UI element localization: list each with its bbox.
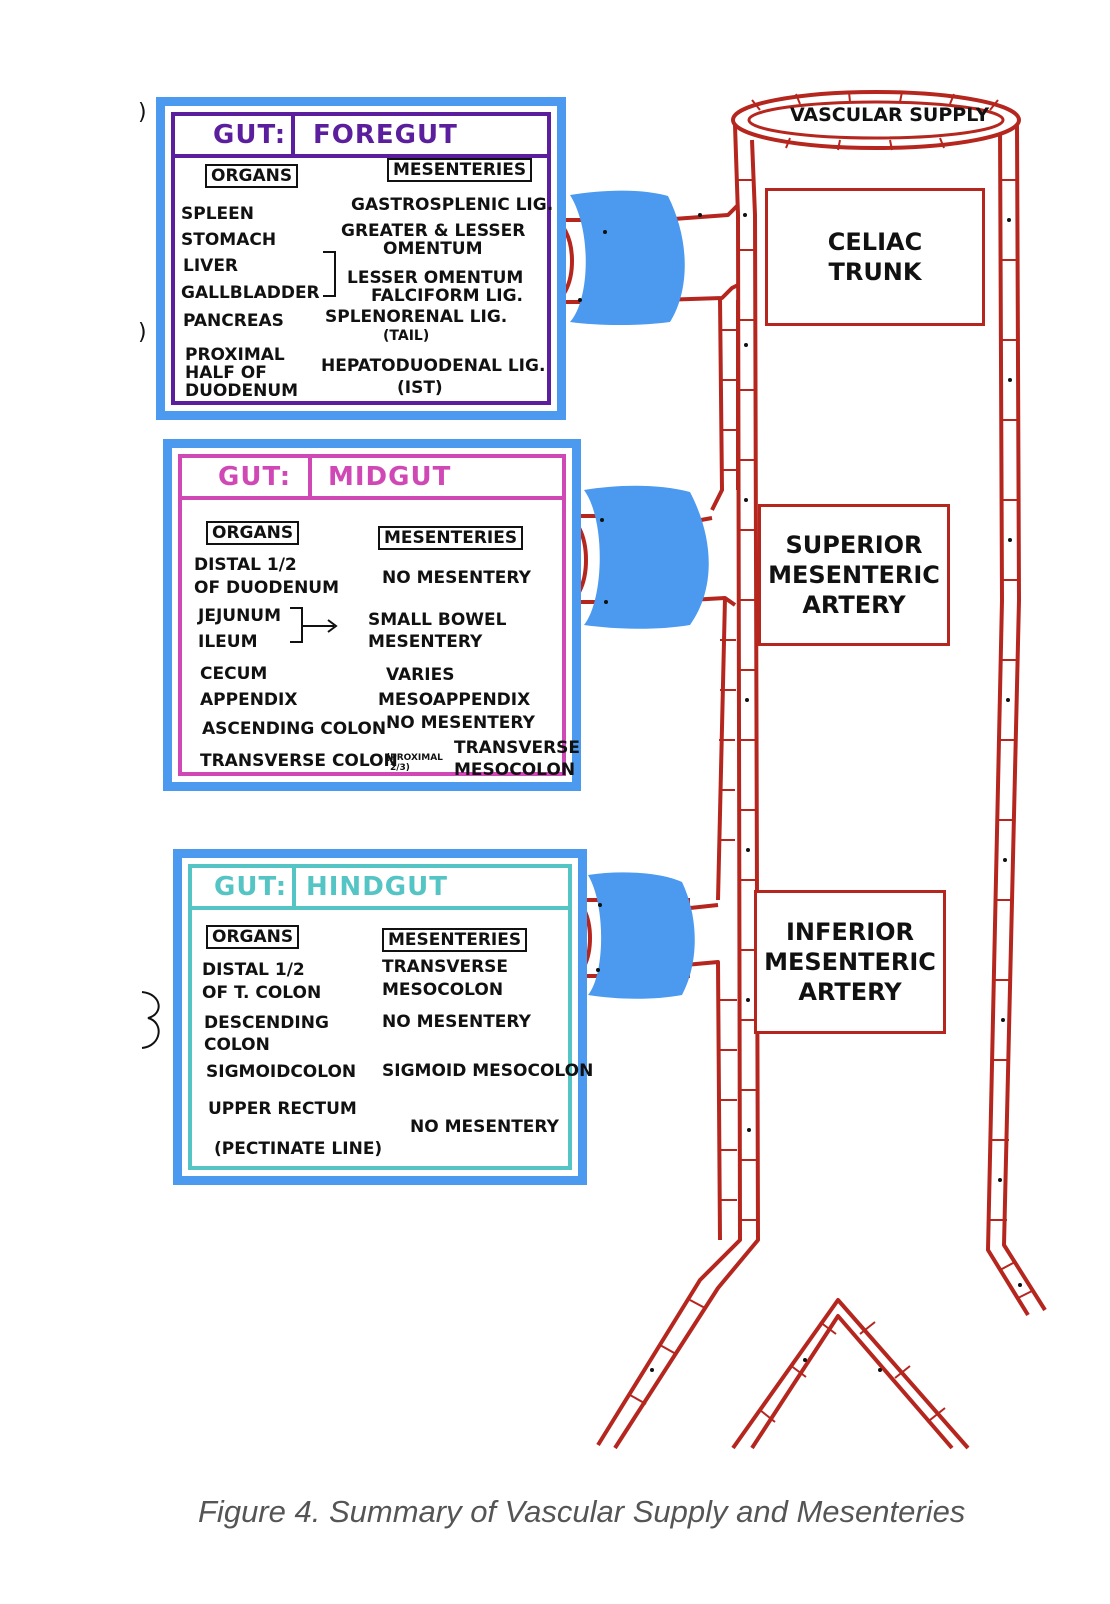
- inferior-mesenteric-artery-box: INFERIOR MESENTERIC ARTERY: [754, 890, 946, 1034]
- midgut-title: MIDGUT: [328, 462, 452, 492]
- foregut-mesentery: GASTROSPLENIC LIG.: [351, 195, 554, 215]
- hindgut-mesentery: TRANSVERSE: [382, 957, 509, 977]
- midgut-organ: OF DUODENUM: [194, 578, 340, 598]
- foregut-organ: STOMACH: [181, 230, 277, 250]
- foregut-mesentery: LESSER OMENTUM: [347, 268, 524, 288]
- hindgut-organ: DESCENDING: [204, 1013, 329, 1033]
- midgut-organ: APPENDIX: [200, 690, 298, 710]
- aorta-label: VASCULAR SUPPLY: [790, 104, 990, 126]
- hindgut-mesentery: NO MESENTERY: [382, 1012, 531, 1032]
- jejunum-ileum-arrow-icon: [290, 607, 338, 643]
- hindgut-organs-header: ORGANS: [206, 925, 300, 949]
- inferior-mesenteric-artery-label: INFERIOR MESENTERIC ARTERY: [764, 918, 936, 1006]
- foregut-mesenteries-header: MESENTERIES: [387, 158, 533, 182]
- midgut-mesentery: VARIES: [386, 665, 455, 685]
- foregut-organ: HALF OF: [185, 363, 267, 383]
- foregut-organ: LIVER: [183, 256, 239, 276]
- midgut-panel: GUT: MIDGUT ORGANS MESENTERIES DISTAL 1/…: [163, 439, 581, 791]
- midgut-organ: DISTAL 1/2: [194, 555, 297, 575]
- midgut-organ: JEJUNUM: [198, 606, 282, 626]
- foregut-frame: GUT: FOREGUT: [171, 112, 551, 405]
- superior-mesenteric-artery-box: SUPERIOR MESENTERIC ARTERY: [758, 504, 950, 646]
- foregut-gut-label: GUT:: [213, 120, 287, 150]
- midgut-mesentery: TRANSVERSE: [454, 738, 581, 758]
- midgut-mesentery: MESOAPPENDIX: [378, 690, 531, 710]
- midgut-organ: CECUM: [200, 664, 268, 684]
- edge-brace-mark: [141, 991, 160, 1049]
- foregut-organs-header: ORGANS: [205, 164, 299, 188]
- foregut-organ: PANCREAS: [183, 311, 284, 331]
- foregut-mesentery: (IST): [397, 378, 443, 398]
- foregut-header: GUT: FOREGUT: [175, 116, 547, 158]
- hindgut-organ: COLON: [204, 1035, 270, 1055]
- hindgut-frame: GUT: HINDGUT: [188, 864, 572, 1170]
- hindgut-mesenteries-header: MESENTERIES: [382, 928, 528, 952]
- midgut-mesentery: MESOCOLON: [454, 760, 576, 780]
- foregut-mesentery: FALCIFORM LIG.: [371, 286, 524, 306]
- foregut-organ: DUODENUM: [185, 381, 299, 401]
- midgut-header: GUT: MIDGUT: [182, 458, 562, 500]
- edge-mark: ): [138, 100, 147, 125]
- hindgut-organ: SIGMOIDCOLON: [206, 1062, 357, 1082]
- hindgut-mesentery: NO MESENTERY: [410, 1117, 559, 1137]
- midgut-organ-note: 2/3): [390, 763, 410, 773]
- sma-cuff: [540, 485, 709, 629]
- midgut-gut-label: GUT:: [218, 462, 292, 492]
- hindgut-organ: UPPER RECTUM: [208, 1099, 357, 1119]
- foregut-title: FOREGUT: [313, 120, 458, 150]
- hindgut-header: GUT: HINDGUT: [192, 868, 568, 910]
- midgut-frame: GUT: MIDGUT: [178, 454, 566, 776]
- midgut-mesentery: MESENTERY: [368, 632, 483, 652]
- foregut-panel: GUT: FOREGUT ORGANS MESENTERIES SPLEEN S…: [156, 97, 566, 420]
- foregut-mesentery: HEPATODUODENAL LIG.: [321, 356, 546, 376]
- foregut-organ: PROXIMAL: [185, 345, 285, 365]
- celiac-trunk-box: CELIAC TRUNK: [765, 188, 985, 326]
- foregut-organ: GALLBLADDER: [181, 283, 320, 303]
- aorta: [596, 124, 1047, 1450]
- midgut-mesentery: NO MESENTERY: [382, 568, 531, 588]
- midgut-mesentery: SMALL BOWEL: [368, 610, 507, 630]
- hindgut-mesentery: SIGMOID MESOCOLON: [382, 1061, 594, 1081]
- midgut-organs-header: ORGANS: [206, 521, 300, 545]
- hindgut-organ: (PECTINATE LINE): [214, 1139, 383, 1159]
- midgut-organ: ILEUM: [198, 632, 258, 652]
- branch-vessels: [659, 203, 740, 1241]
- midgut-organ-note: (PROXIMAL: [386, 753, 443, 763]
- midgut-mesentery: NO MESENTERY: [386, 713, 535, 733]
- midgut-organ: ASCENDING COLON: [202, 719, 387, 739]
- foregut-mesentery: GREATER & LESSER: [341, 221, 526, 241]
- foregut-mesentery: OMENTUM: [383, 239, 483, 259]
- midgut-organ: TRANSVERSE COLON: [200, 751, 398, 771]
- figure-caption: Figure 4. Summary of Vascular Supply and…: [198, 1494, 966, 1529]
- hindgut-organ: OF T. COLON: [202, 983, 322, 1003]
- aorta-opening: [731, 90, 1021, 151]
- midgut-mesenteries-header: MESENTERIES: [378, 526, 524, 550]
- liver-gallbladder-bracket: [323, 251, 336, 297]
- hindgut-panel: GUT: HINDGUT ORGANS MESENTERIES DISTAL 1…: [173, 849, 593, 1185]
- foregut-mesentery: SPLENORENAL LIG.: [325, 307, 508, 327]
- hindgut-mesentery: MESOCOLON: [382, 980, 504, 1000]
- foregut-mesentery: (TAIL): [383, 328, 430, 344]
- hindgut-title: HINDGUT: [306, 872, 448, 902]
- foregut-organ: SPLEEN: [181, 204, 254, 224]
- celiac-trunk-label: CELIAC TRUNK: [827, 228, 923, 286]
- hindgut-gut-label: GUT:: [214, 872, 288, 902]
- superior-mesenteric-artery-label: SUPERIOR MESENTERIC ARTERY: [768, 531, 940, 619]
- edge-mark: ): [138, 320, 147, 345]
- hindgut-organ: DISTAL 1/2: [202, 960, 305, 980]
